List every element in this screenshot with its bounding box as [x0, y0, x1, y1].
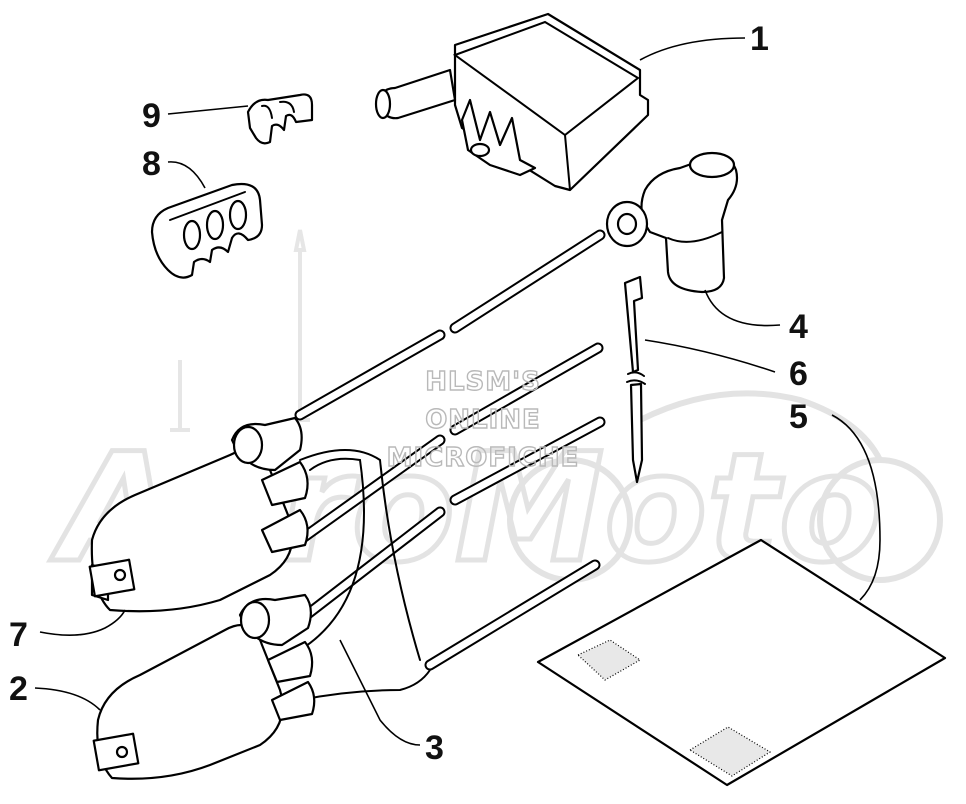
callout-8: 8: [142, 145, 161, 183]
ignition-coil-lower-icon: [92, 593, 316, 780]
callout-4: 4: [789, 308, 808, 346]
pad-sheet-icon: [536, 538, 947, 787]
callout-5: 5: [789, 398, 808, 436]
wire-clamp-large-icon: [150, 182, 264, 279]
cable-tie-icon: [623, 275, 646, 484]
watermark-line-3: MICROFICHE: [387, 443, 580, 473]
callout-2: 2: [9, 670, 28, 708]
leader-lines: [34, 37, 881, 746]
callout-9: 9: [142, 97, 161, 135]
watermark-text: HLSM'S ONLINE MICROFICHE: [386, 366, 580, 473]
ignition-coil-upper-icon: [88, 416, 309, 613]
callout-1: 1: [750, 20, 769, 58]
callout-6: 6: [789, 355, 808, 393]
callout-7: 7: [9, 616, 28, 654]
watermark-line-1: HLSM'S: [425, 367, 541, 397]
wire-clamp-small-icon: [246, 93, 314, 145]
callout-3: 3: [425, 729, 444, 767]
callout-labels: 1 2 3 4 5 6 7 8 9: [9, 20, 808, 767]
ignition-module-icon: [374, 12, 650, 192]
watermark-line-2: ONLINE: [425, 405, 541, 435]
high-tension-wires: [294, 229, 606, 701]
spark-plug-cap-icon: [605, 151, 739, 294]
